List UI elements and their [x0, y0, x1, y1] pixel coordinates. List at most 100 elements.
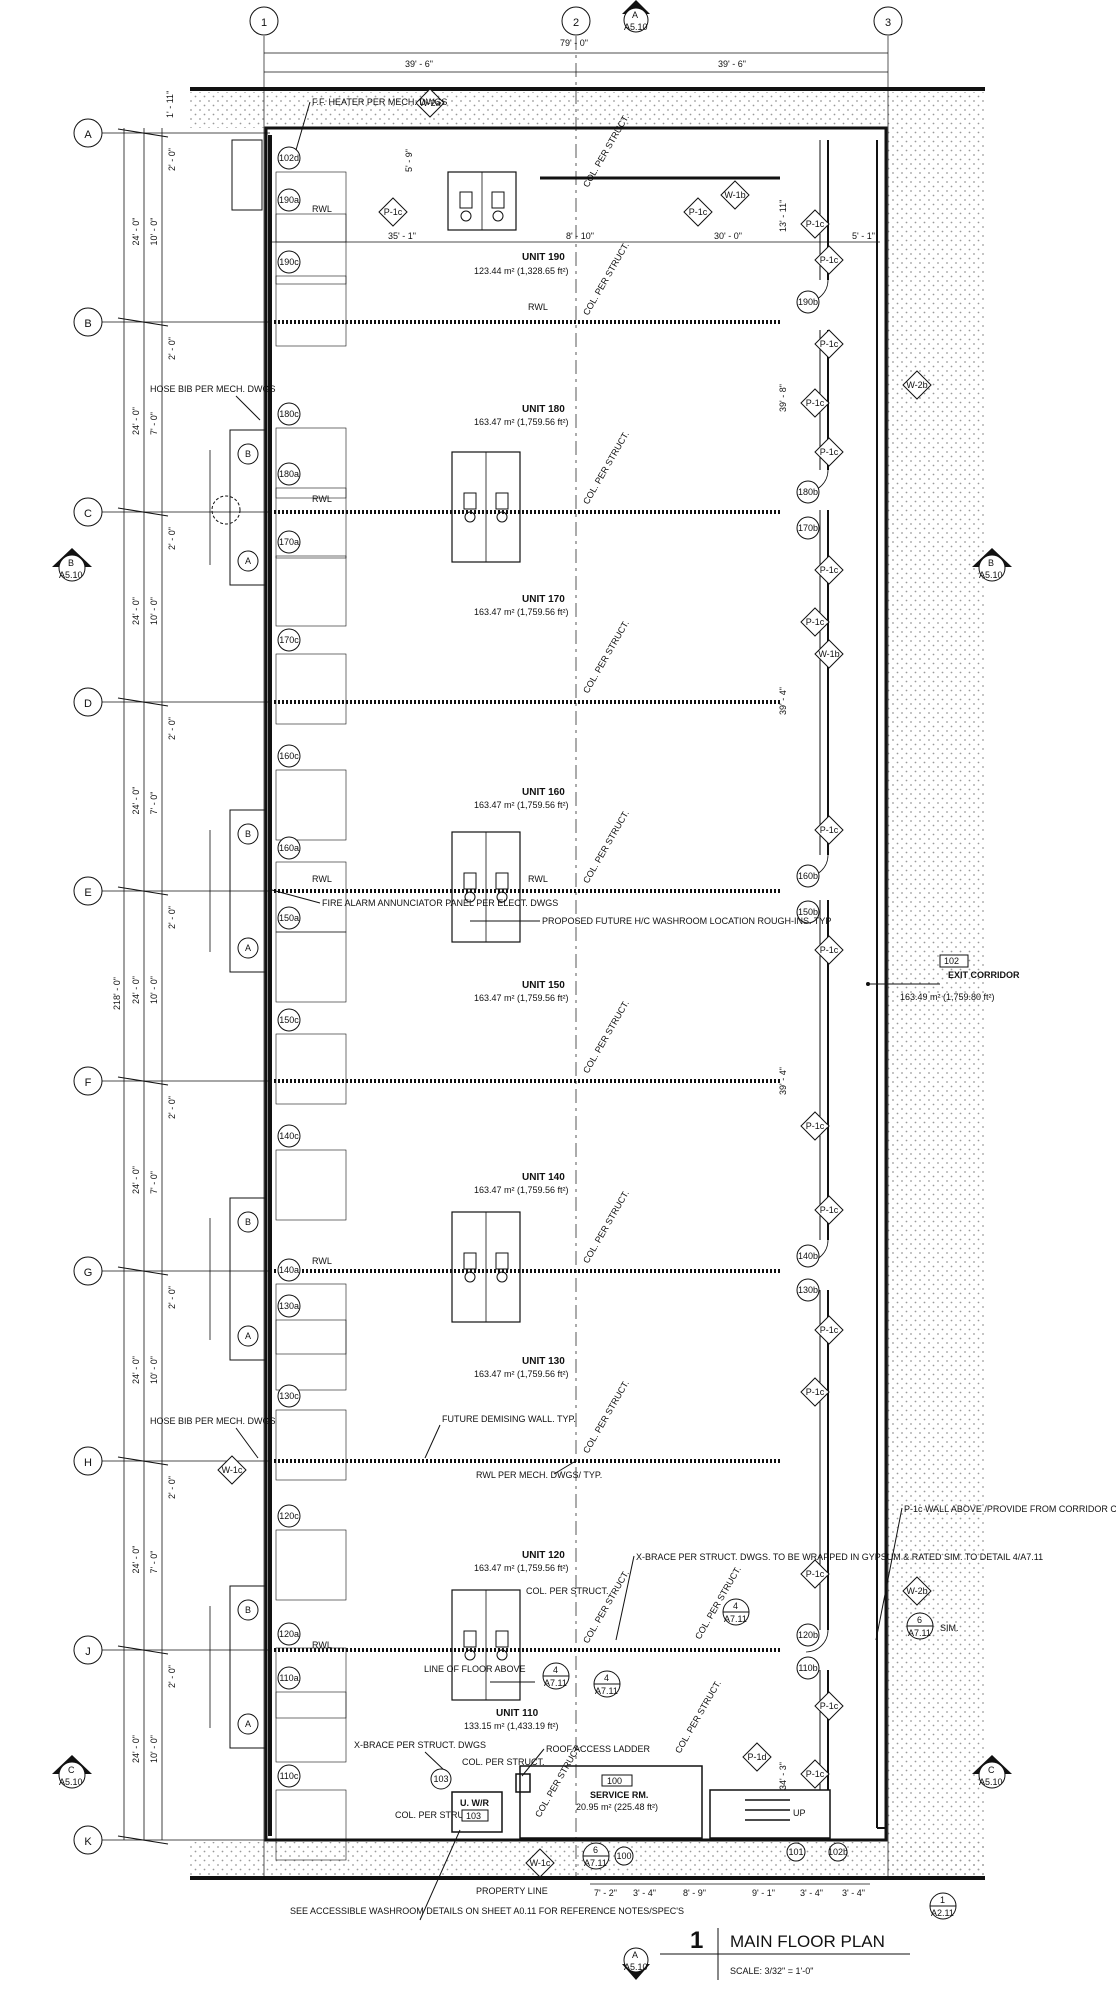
- dim-tick: [117, 1456, 169, 1466]
- svg-text:4: 4: [553, 1665, 558, 1675]
- svg-text:A5.10: A5.10: [624, 22, 648, 32]
- door-tag-left-label: 160c: [279, 751, 299, 761]
- dimension-strings: 24' - 0"10' - 0"2' - 0"24' - 0"7' - 0"2'…: [117, 52, 888, 1885]
- door-tag-left: [277, 1622, 301, 1646]
- door-tag-right-label: 180b: [798, 487, 818, 497]
- col-per-struct-note: COL. PER STRUCT.: [395, 1810, 478, 1820]
- svg-text:SEE ACCESSIBLE WASHROOM DETAIL: SEE ACCESSIBLE WASHROOM DETAILS ON SHEET…: [290, 1906, 684, 1916]
- section-marker-A-bottom: A A5.10: [622, 1947, 650, 1980]
- svg-text:A5.10: A5.10: [979, 570, 1003, 580]
- section-marker-B-left: B A5.10: [52, 548, 92, 582]
- section-marker-B-right: B A5.10: [972, 548, 1012, 582]
- svg-text:UP: UP: [793, 1808, 806, 1818]
- svg-text:163.47 m² (1,759.56 ft²): 163.47 m² (1,759.56 ft²): [474, 1563, 569, 1573]
- dim-unit190-right: 30' - 0": [714, 231, 742, 241]
- door-tag-left: [277, 188, 301, 212]
- dim-overall-width: 79' - 0": [560, 38, 588, 48]
- door-tag-right-label: 150b: [798, 907, 818, 917]
- wall-type-tag: [814, 1691, 844, 1721]
- svg-text:LINE OF FLOOR ABOVE: LINE OF FLOOR ABOVE: [424, 1664, 526, 1674]
- note-sim: SIM.: [940, 1623, 959, 1633]
- svg-text:103: 103: [466, 1811, 481, 1821]
- svg-text:A: A: [632, 10, 638, 20]
- dim-bay-24: 24' - 0": [131, 787, 141, 815]
- col-per-struct-note: COL. PER STRUCT.: [462, 1757, 545, 1767]
- wall-type-tag: [814, 1195, 844, 1225]
- note-ff-heater: F.F. HEATER PER MECH. DWGS: [295, 97, 447, 151]
- note-accessible-washroom: SEE ACCESSIBLE WASHROOM DETAILS ON SHEET…: [290, 1829, 684, 1921]
- exit-corridor-tag: 102 EXIT CORRIDOR 163.49 m² (1,759.80 ft…: [866, 954, 1020, 1002]
- dim-bottom-1: 7' - 2": [594, 1888, 617, 1898]
- dim-unit190-depth: 35' - 1": [388, 231, 416, 241]
- door-swing: [805, 1629, 829, 1653]
- dim-overall-height: 218' - 0": [112, 977, 122, 1010]
- dim-bay-24: 24' - 0": [131, 1166, 141, 1194]
- dim-tick: [117, 697, 169, 707]
- wall-type-tag: [902, 370, 932, 400]
- svg-text:A7.11: A7.11: [544, 1678, 567, 1688]
- svg-text:C: C: [84, 508, 92, 520]
- rwl-label: RWL: [312, 204, 332, 214]
- wall-type-tag-label: P-1c: [806, 1121, 825, 1131]
- svg-text:D: D: [84, 698, 92, 710]
- dim-bottom-3: 8' - 9": [683, 1888, 706, 1898]
- wall-type-tag: [814, 329, 844, 359]
- wall-type-tag-label: P-1c: [689, 207, 708, 217]
- svg-text:HOSE BIB PER MECH. DWGS: HOSE BIB PER MECH. DWGS: [150, 384, 276, 394]
- svg-text:MAIN FLOOR PLAN: MAIN FLOOR PLAN: [730, 1932, 885, 1951]
- wall-type-tag-label: P-1c: [820, 1701, 839, 1711]
- corridor-door-opening: [814, 855, 834, 900]
- door-tag-right: [796, 1656, 820, 1680]
- note-hose-bib-1: HOSE BIB PER MECH. DWGS: [150, 384, 276, 421]
- dim-bay-24: 24' - 0": [131, 407, 141, 435]
- dim-sub: 10' - 0": [149, 218, 159, 246]
- sink: [460, 210, 472, 222]
- door-frame-left: [275, 931, 347, 1003]
- wall-type-tag: [814, 639, 844, 669]
- door-tag-right-label: 140b: [798, 1251, 818, 1261]
- door-tag-103: 103: [430, 1768, 452, 1790]
- door-frame-left: [275, 487, 347, 559]
- svg-text:A7.11: A7.11: [595, 1686, 618, 1696]
- door-tag-left-label: 150a: [279, 913, 299, 923]
- dim-top-offset: 1' - 11": [165, 91, 175, 118]
- dim-sub: 7' - 0": [149, 1171, 159, 1194]
- svg-text:100: 100: [607, 1776, 622, 1786]
- wall-type-tag: [902, 1576, 932, 1606]
- door-frame-left: [275, 1149, 347, 1221]
- toilet: [463, 1630, 477, 1648]
- svg-text:UNIT 130: UNIT 130: [522, 1356, 565, 1367]
- wall-type-tag-label: P-1c: [820, 825, 839, 835]
- door-frame-left: [275, 1789, 347, 1861]
- dim-bay-24: 24' - 0": [131, 1356, 141, 1384]
- door-tag-right-label: 190b: [798, 297, 818, 307]
- wall-type-tag: [814, 935, 844, 965]
- door-frame-left: [275, 1283, 347, 1355]
- wall-type-tag-label: W-1b: [724, 190, 745, 200]
- svg-text:4: 4: [733, 1601, 738, 1611]
- svg-text:B: B: [988, 558, 994, 568]
- door-tag-left-label: 130c: [279, 1391, 299, 1401]
- toilet: [463, 1252, 477, 1270]
- door-frame-left: [275, 1691, 347, 1763]
- svg-text:102b: 102b: [828, 1847, 848, 1857]
- note-future-washroom: PROPOSED FUTURE H/C WASHROOM LOCATION RO…: [470, 916, 831, 926]
- dim-sub-2: 2' - 0": [167, 1096, 177, 1119]
- toilet: [491, 191, 505, 209]
- svg-text:A5.10: A5.10: [624, 1962, 648, 1972]
- sink: [464, 891, 476, 903]
- service-room-tag: 100 SERVICE RM. 20.95 m² (225.48 ft²): [576, 1774, 658, 1812]
- svg-text:20.95 m² (225.48 ft²): 20.95 m² (225.48 ft²): [576, 1802, 658, 1812]
- note-hose-bib-2: HOSE BIB PER MECH. DWGS: [150, 1416, 276, 1459]
- door-tag-left: [277, 744, 301, 768]
- rwl-label: RWL: [312, 1256, 332, 1266]
- wall-type-tag: [814, 815, 844, 845]
- dim-bottom-6: 3' - 4": [842, 1888, 865, 1898]
- door-tag-left: [277, 836, 301, 860]
- door-frame-left: [275, 1319, 347, 1391]
- svg-text:PROPOSED FUTURE H/C WASHROOM L: PROPOSED FUTURE H/C WASHROOM LOCATION RO…: [542, 916, 831, 926]
- door-tag-left-label: 140a: [279, 1265, 299, 1275]
- grid-bubble-J: J: [73, 1635, 103, 1665]
